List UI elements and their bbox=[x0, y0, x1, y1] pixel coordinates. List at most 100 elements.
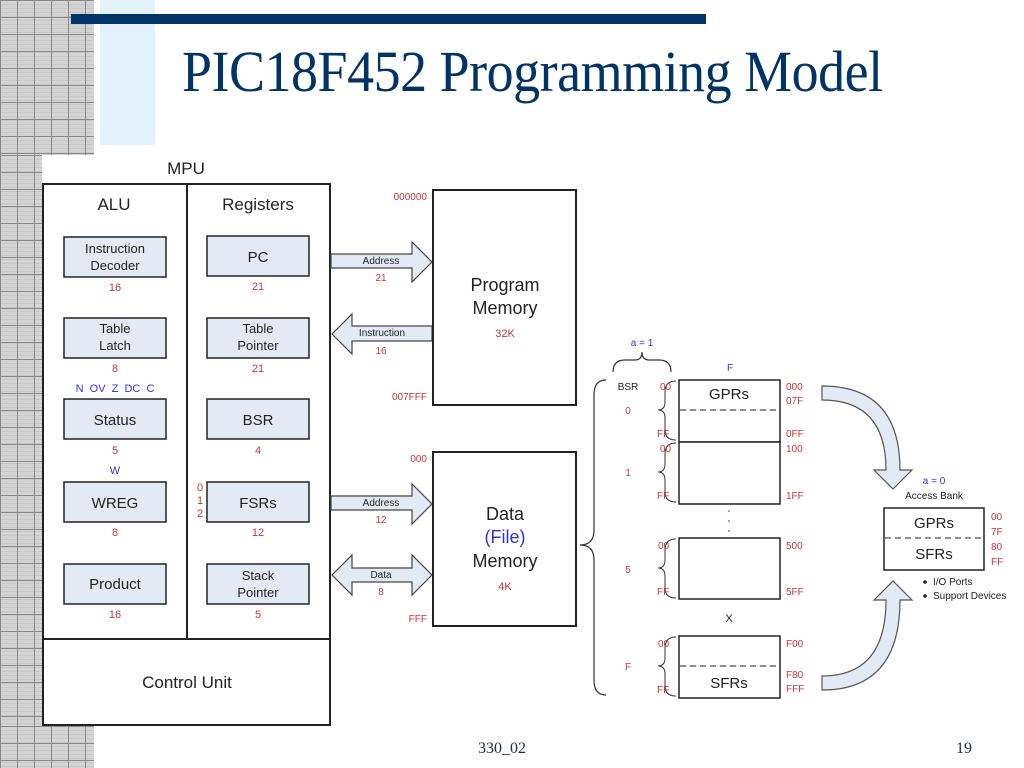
background-grid-top bbox=[0, 0, 94, 155]
bank-f-number: F bbox=[625, 662, 631, 673]
fsrs-width: 12 bbox=[252, 527, 264, 539]
bsr-bank-brace bbox=[612, 351, 672, 373]
bank-f-sfrs-label: SFRs bbox=[710, 675, 748, 692]
register-block-fsrs: 0 1 2 FSRs 12 bbox=[197, 481, 310, 539]
access-bank-a-label: a = 0 bbox=[923, 476, 946, 487]
bank-0: GPRs 0 00 FF 000 07F 0FF bbox=[625, 379, 804, 443]
data-bus-arrow: Data 8 bbox=[331, 553, 433, 598]
stack-pointer-label-line1: Stack bbox=[242, 568, 275, 583]
table-latch-width: 8 bbox=[112, 363, 118, 375]
access-bank-bullet-support-devices: Support Devices bbox=[933, 591, 1006, 602]
program-memory-title-line1: Program bbox=[470, 275, 539, 295]
alu-block-wreg: W WREG 8 bbox=[63, 465, 167, 539]
register-block-pc: PC 21 bbox=[206, 235, 310, 293]
bank-0-hi: FF bbox=[657, 429, 669, 440]
program-memory-start-address: 000000 bbox=[394, 192, 428, 203]
access-bank: a = 0 Access Bank GPRs SFRs 00 7F 80 FF … bbox=[883, 476, 1006, 602]
bank-0-number: 0 bbox=[625, 406, 631, 417]
access-bank-addr-00: 00 bbox=[991, 512, 1003, 523]
bank-5-number: 5 bbox=[625, 565, 631, 576]
bank-5-addr-start: 500 bbox=[786, 541, 803, 552]
title-accent-bar bbox=[71, 14, 706, 24]
banked-column-label: F bbox=[727, 363, 733, 374]
access-bank-sfrs-label: SFRs bbox=[915, 546, 953, 563]
alu-block-instruction-decoder: Instruction Decoder 16 bbox=[63, 236, 167, 294]
instruction-bus-arrow: Instruction 16 bbox=[331, 312, 433, 357]
mpu-title: MPU bbox=[167, 159, 205, 178]
bank-5-hi: FF bbox=[657, 587, 669, 598]
data-bus-width: 8 bbox=[378, 587, 384, 598]
table-pointer-label-line1: Table bbox=[242, 321, 273, 336]
instruction-decoder-width: 16 bbox=[109, 282, 121, 294]
program-memory-block: Program Memory 32K 000000 007FFF bbox=[392, 189, 577, 406]
register-block-table-pointer: Table Pointer 21 bbox=[206, 317, 310, 375]
access-bank-bullet-io-ports: I/O Ports bbox=[933, 577, 972, 588]
program-address-bus-arrow: Address 21 bbox=[330, 240, 433, 284]
data-memory-title-line2: (File) bbox=[485, 527, 526, 547]
product-label: Product bbox=[89, 576, 142, 593]
bank-0-addr-start: 000 bbox=[786, 382, 803, 393]
decorative-blue-band bbox=[100, 0, 155, 145]
wreg-bits: W bbox=[110, 465, 121, 477]
data-memory-end-address: FFF bbox=[409, 614, 427, 625]
program-address-bus-label: Address bbox=[363, 256, 400, 267]
bank-1-addr-start: 100 bbox=[786, 444, 803, 455]
wreg-width: 8 bbox=[112, 527, 118, 539]
fsrs-label: FSRs bbox=[239, 495, 277, 512]
register-block-bsr: BSR 4 bbox=[206, 398, 310, 457]
bsr-width: 4 bbox=[255, 445, 261, 457]
fsr-index-2: 2 bbox=[197, 508, 203, 520]
bsr-label: BSR bbox=[243, 412, 274, 429]
program-address-bus-width: 21 bbox=[375, 273, 387, 284]
bank-1: 1 00 FF 100 1FF bbox=[625, 441, 804, 505]
programming-model-diagram: MPU ALU Registers Instruction Decoder 16… bbox=[42, 155, 1024, 726]
data-memory-block: Data (File) Memory 4K 000 FFF bbox=[409, 451, 577, 627]
bank-f-addr-end: FFF bbox=[786, 684, 804, 695]
data-memory-title-line1: Data bbox=[486, 504, 525, 524]
access-bank-addr-7f: 7F bbox=[991, 527, 1003, 538]
wreg-label: WREG bbox=[92, 495, 139, 512]
bank-f-addr-start: F00 bbox=[786, 639, 804, 650]
table-latch-label-line1: Table bbox=[99, 321, 130, 336]
data-address-bus-arrow: Address 12 bbox=[330, 482, 433, 526]
slide-title: PIC18F452 Programming Model bbox=[182, 39, 883, 104]
bank-ellipsis bbox=[728, 510, 730, 532]
table-pointer-label-line2: Pointer bbox=[237, 338, 279, 353]
alu-block-status: N OV Z DC C Status 5 bbox=[63, 383, 167, 457]
bank-5-lo: 00 bbox=[658, 541, 670, 552]
access-bank-title: Access Bank bbox=[905, 491, 964, 502]
bank-1-lo: 00 bbox=[660, 444, 672, 455]
bsr-header-label: BSR bbox=[618, 382, 639, 393]
status-width: 5 bbox=[112, 445, 118, 457]
instruction-bus-width: 16 bbox=[375, 346, 387, 357]
gprs-to-access-bank-arrow bbox=[821, 385, 914, 490]
background-grid-bottom bbox=[0, 726, 94, 768]
instruction-decoder-label-line1: Instruction bbox=[85, 241, 145, 256]
footer-course-code: 330_02 bbox=[478, 740, 526, 757]
footer-page-number: 19 bbox=[956, 740, 972, 757]
pc-label: PC bbox=[248, 249, 269, 266]
stack-pointer-width: 5 bbox=[255, 609, 261, 621]
data-address-bus-width: 12 bbox=[375, 515, 387, 526]
program-memory-size: 32K bbox=[495, 328, 515, 340]
fsr-index-1: 1 bbox=[197, 495, 203, 507]
alu-block-product: Product 16 bbox=[63, 563, 167, 621]
bank-1-hi: FF bbox=[657, 491, 669, 502]
alu-block-table-latch: Table Latch 8 bbox=[63, 317, 167, 375]
background-grid-left bbox=[0, 155, 42, 768]
alu-title: ALU bbox=[97, 195, 130, 214]
stack-pointer-label-line2: Pointer bbox=[237, 585, 279, 600]
bank-5-addr-end: 5FF bbox=[786, 587, 804, 598]
data-bus-label: Data bbox=[370, 570, 392, 581]
status-bits: N OV Z DC C bbox=[76, 383, 155, 395]
status-label: Status bbox=[94, 412, 137, 429]
bank-gap-x-label: X bbox=[725, 613, 733, 625]
fsr-index-0: 0 bbox=[197, 482, 203, 494]
banked-a-label: a = 1 bbox=[631, 338, 654, 349]
data-memory-banks-brace bbox=[579, 379, 607, 696]
bank-0-addr-end: 0FF bbox=[786, 429, 804, 440]
bank-1-addr-end: 1FF bbox=[786, 491, 804, 502]
pc-width: 21 bbox=[252, 281, 264, 293]
bullet-icon bbox=[923, 594, 927, 598]
data-memory-start-address: 000 bbox=[410, 454, 427, 465]
